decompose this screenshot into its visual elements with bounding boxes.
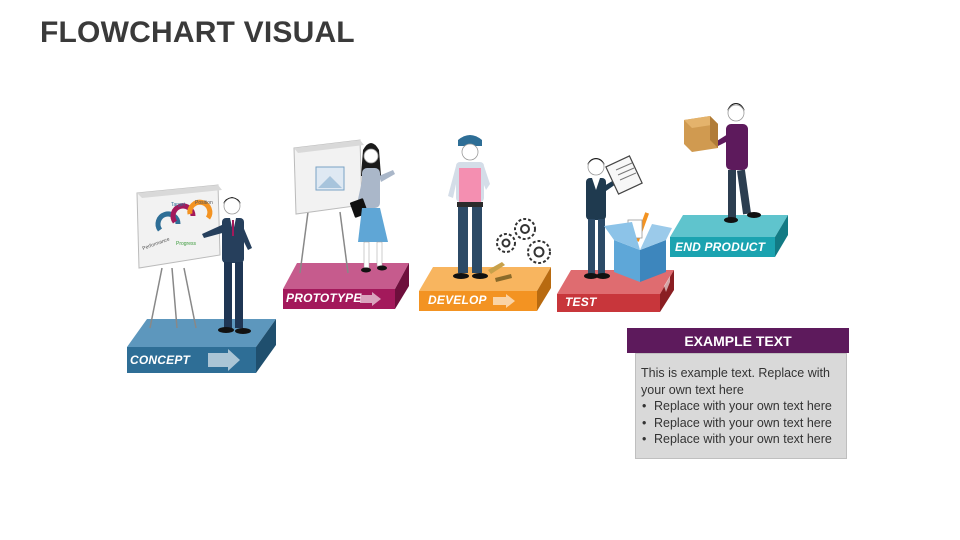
arrow-icon	[664, 276, 670, 292]
arrow-icon	[360, 292, 381, 306]
example-bullet: Replace with your own text here	[642, 431, 846, 448]
step-label-test: TEST	[565, 295, 597, 309]
toolbox-icon	[604, 212, 672, 282]
example-text-body: This is example text. Replace with your …	[635, 353, 847, 459]
flipchart-word: Progress	[176, 241, 197, 247]
worker-figure	[448, 135, 512, 282]
whiteboard-prototype	[293, 139, 364, 274]
flipchart-word: Target	[171, 202, 186, 208]
arrow-icon	[493, 294, 515, 308]
gears-icon	[496, 218, 551, 264]
platform-prototype	[283, 263, 409, 309]
page-title: FLOWCHART VISUAL	[40, 16, 355, 49]
businessman-figure	[202, 197, 252, 334]
delivery-figure	[684, 103, 761, 223]
step-label-develop: DEVELOP	[428, 293, 487, 307]
arrow-icon	[208, 349, 240, 371]
flipchart-word: Position	[195, 200, 213, 206]
example-text-box: EXAMPLE TEXT This is example text. Repla…	[627, 328, 849, 462]
example-bullet: Replace with your own text here	[642, 398, 846, 415]
example-bullet: Replace with your own text here	[642, 415, 846, 432]
platform-end-product	[670, 215, 788, 257]
step-label-prototype: PROTOTYPE	[286, 291, 362, 305]
example-text-header: EXAMPLE TEXT	[627, 328, 849, 353]
inspector-figure	[584, 155, 643, 279]
woman-figure	[349, 143, 395, 273]
example-bullet-list: Replace with your own text here Replace …	[641, 398, 846, 448]
step-label-concept: CONCEPT	[130, 353, 191, 367]
example-paragraph: This is example text. Replace with your …	[641, 366, 830, 397]
step-label-end-product: END PRODUCT	[675, 240, 766, 254]
flipchart-concept: Target Position Performance Progress	[136, 184, 222, 329]
platform-develop	[419, 267, 551, 311]
